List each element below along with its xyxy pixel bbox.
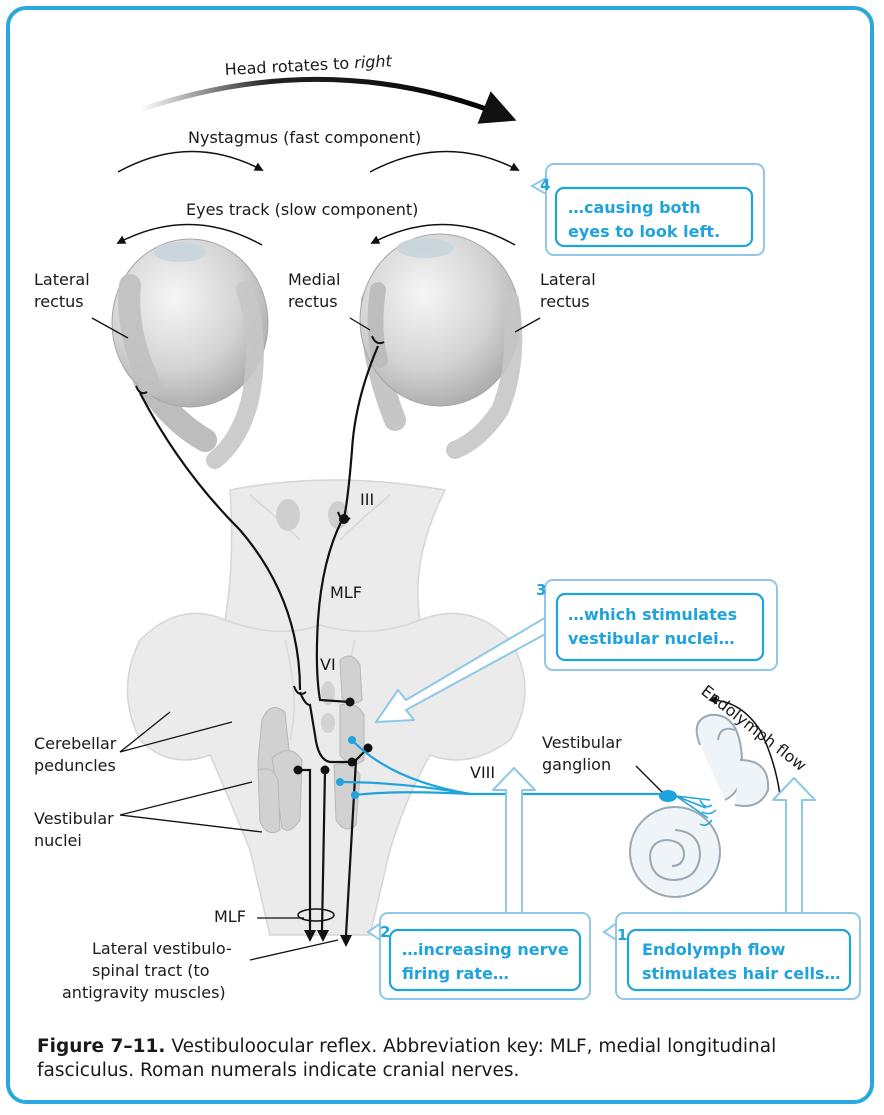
nerve-viii-label: VIII — [470, 763, 495, 782]
cerebellar-peduncles-label-1: Cerebellar — [34, 734, 117, 753]
vestibular-nuclei-label-1: Vestibular — [34, 809, 114, 828]
step-box-3: 3 …which stimulates vestibular nuclei… — [536, 580, 777, 670]
mlf-lower-label: MLF — [214, 907, 246, 926]
step-number-1: 1 — [617, 926, 627, 944]
nystagmus-arrow-left — [118, 151, 262, 172]
eyes-track-label: Eyes track (slow component) — [186, 200, 418, 219]
figure-caption: Figure 7–11.Vestibuloocular reflex. Abbr… — [37, 1035, 857, 1083]
step-box-4: 4 …causing both eyes to look left. — [532, 164, 764, 255]
step-box-2: 2 …increasing nerve firing rate… — [368, 913, 590, 999]
step-4-line2: eyes to look left. — [568, 222, 720, 241]
vestibular-nuclei-label-2: nuclei — [34, 831, 82, 850]
lateral-rectus-right-label-2: rectus — [540, 292, 590, 311]
step-2-line2: firing rate… — [402, 964, 509, 983]
brainstem — [128, 480, 526, 935]
step-4-line1: …causing both — [568, 198, 701, 217]
nystagmus-label: Nystagmus (fast component) — [188, 128, 421, 147]
head-rotation-arrow — [140, 79, 510, 118]
lateral-rectus-right-label-1: Lateral — [540, 270, 596, 289]
nerve-vi-label: VI — [320, 655, 336, 674]
step-1-line2: stimulates hair cells… — [642, 964, 841, 983]
cerebellar-peduncles-label-2: peduncles — [34, 756, 116, 775]
step-number-2: 2 — [380, 923, 390, 941]
step-3-line1: …which stimulates — [568, 605, 737, 624]
nystagmus-arrow-right — [370, 151, 518, 172]
step-number-4: 4 — [540, 176, 550, 194]
medial-rectus-label-2: rectus — [288, 292, 338, 311]
mlf-upper-label: MLF — [330, 583, 362, 602]
lvst-label-2: spinal tract (to — [92, 961, 210, 980]
lateral-rectus-left-label-1: Lateral — [34, 270, 90, 289]
nerve-iii-label: III — [360, 490, 374, 509]
vestibular-ganglion-label-1: Vestibular — [542, 733, 622, 752]
head-rotates-label: Head rotates to right — [224, 51, 393, 79]
figure-number: Figure 7–11. — [37, 1036, 165, 1057]
lvst-label-3: antigravity muscles) — [62, 983, 226, 1002]
lvst-label-1: Lateral vestibulo- — [92, 939, 232, 958]
step-box-1: 1 Endolymph flow stimulates hair cells… — [604, 913, 860, 999]
medial-rectus-label-1: Medial — [288, 270, 341, 289]
lateral-rectus-left-label-2: rectus — [34, 292, 84, 311]
step-number-3: 3 — [536, 581, 546, 599]
vestibular-ganglion-label-2: ganglion — [542, 755, 611, 774]
right-eye — [360, 234, 520, 450]
superior-colliculus-left — [276, 499, 300, 531]
vestibuloocular-reflex-diagram: 4 …causing both eyes to look left. 3 …wh… — [0, 0, 884, 1030]
left-eye — [112, 239, 268, 460]
step-2-line1: …increasing nerve — [402, 940, 569, 959]
step-3-line2: vestibular nuclei… — [568, 629, 735, 648]
step-1-line1: Endolymph flow — [642, 940, 786, 959]
